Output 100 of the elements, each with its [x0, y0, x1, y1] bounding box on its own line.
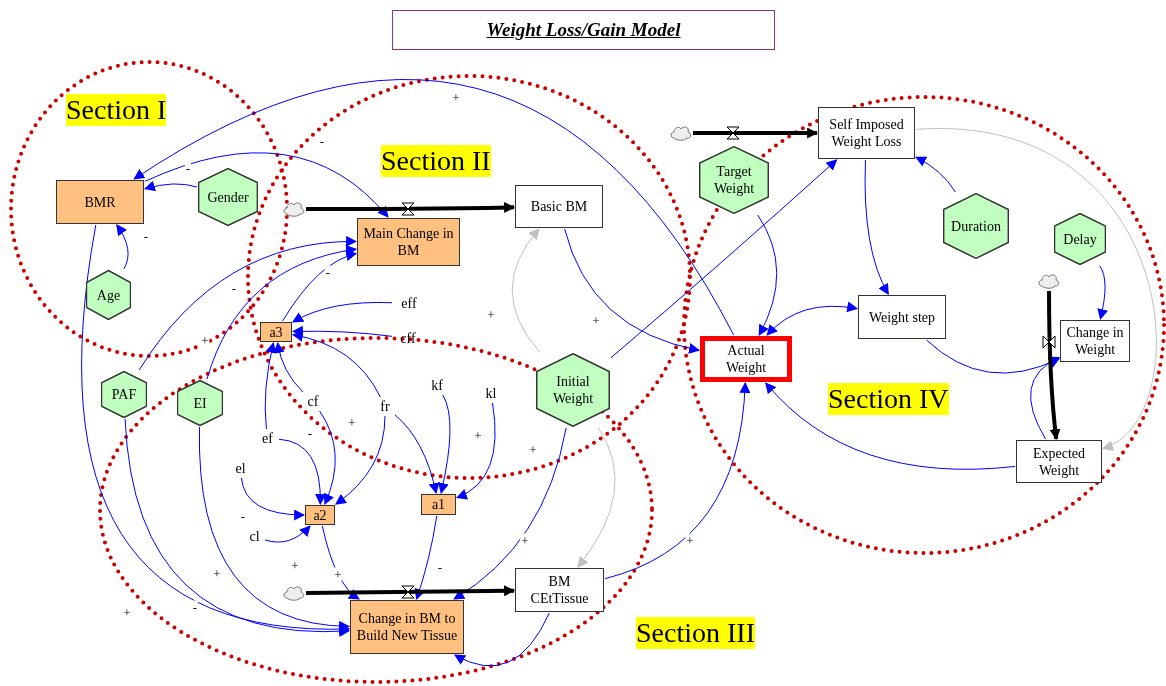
constant-hexagon [177, 380, 223, 426]
polarity-sign: + [520, 533, 530, 547]
rate-box [56, 180, 144, 224]
node-label: Actual Weight [724, 342, 768, 376]
arrow [564, 228, 701, 354]
constant-hexagon [699, 146, 769, 214]
variable-label: cl [245, 528, 264, 545]
node-label: a3 [268, 323, 284, 341]
constant-hexagon [536, 353, 610, 427]
arrow [511, 228, 541, 353]
arrow [144, 152, 389, 218]
arrow [765, 382, 1016, 470]
arrow [577, 427, 616, 568]
arrow [138, 236, 358, 371]
node-label: a1 [430, 496, 447, 513]
arrow [278, 438, 326, 506]
stock-box [515, 185, 603, 228]
section-label: Section I [66, 94, 167, 126]
highlighted-box [700, 336, 792, 382]
node-label: Change in Weight [1065, 324, 1125, 358]
rate-box [260, 322, 292, 342]
node-label: Delay [1062, 230, 1098, 248]
cloud-icon [670, 124, 692, 142]
node-label: BM CEtTissue [529, 573, 590, 607]
node-label: Weight step [867, 308, 937, 326]
polarity-sign: + [685, 533, 695, 547]
arrow [915, 128, 1157, 450]
stock-box [515, 568, 604, 612]
node-label: a2 [312, 506, 328, 524]
node-label: BMR [83, 193, 117, 211]
constant-hexagon [198, 168, 258, 226]
cloud-icon [1038, 272, 1060, 290]
node-label: Expected Weight [1031, 444, 1087, 479]
constant-hexagon [101, 371, 147, 418]
arrow [282, 250, 358, 322]
constant-hexagon [86, 270, 131, 320]
rate-box [421, 494, 456, 515]
stock-box [818, 107, 915, 159]
arrow [766, 301, 859, 336]
arrow [454, 612, 550, 667]
section-label: Section II [381, 145, 491, 177]
stock-box [858, 295, 946, 339]
arrow [319, 410, 336, 505]
node-label: Gender [206, 188, 250, 206]
section-label: Section IV [828, 383, 949, 415]
flow-arrow [306, 585, 516, 597]
arrow [757, 214, 778, 336]
polarity-sign: + [333, 567, 343, 581]
arrow [291, 331, 381, 398]
arrow [321, 525, 360, 600]
arrow [394, 414, 440, 495]
node-label: Age [95, 286, 122, 304]
section-label: Section III [636, 617, 755, 649]
arrow [414, 515, 438, 601]
arrow [1030, 357, 1060, 440]
node-label: Self Imposed Weight Loss [828, 116, 905, 150]
arrow [915, 156, 956, 193]
arrow [116, 224, 129, 270]
node-label: Initial Weight [551, 373, 595, 407]
node-label: Main Change in BM [362, 225, 455, 259]
arrow [264, 525, 311, 543]
constant-hexagon [1054, 213, 1106, 265]
variable-label: cff [393, 330, 423, 347]
arrow [264, 341, 277, 430]
node-label: Change in BM to Build New Tissue [355, 610, 459, 644]
constant-hexagon [943, 193, 1009, 259]
arrow [124, 418, 351, 637]
variable-label: eff [393, 295, 425, 312]
arrow [206, 245, 358, 380]
arrow [864, 159, 889, 295]
stock-box [1016, 440, 1102, 483]
arrow [1097, 265, 1108, 321]
flow-arrow [693, 127, 819, 139]
arrow [335, 415, 386, 505]
cloud-icon [283, 584, 305, 602]
arrow [604, 381, 751, 580]
title: Weight Loss/Gain Model [486, 17, 681, 42]
arrow [291, 325, 393, 337]
flow-arrow [306, 202, 516, 213]
node-label: EI [192, 394, 208, 412]
arrow [240, 477, 306, 521]
rate-box [357, 218, 460, 266]
node-label: Duration [950, 217, 1002, 235]
flow-arrow [1047, 291, 1061, 441]
arrow [456, 402, 496, 499]
arrow [610, 159, 838, 359]
variable-label: cf [303, 393, 323, 410]
arrow [437, 394, 451, 495]
arrow [133, 79, 735, 336]
node-label: Basic BM [529, 198, 589, 215]
variable-label: el [231, 460, 250, 477]
rate-box [305, 505, 335, 525]
node-label: PAF [110, 386, 138, 403]
arrow [292, 301, 393, 323]
node-label: Target Weight [712, 163, 756, 197]
arrow [453, 427, 567, 600]
variable-label: kl [482, 385, 500, 402]
variable-label: kf [427, 377, 447, 394]
variable-label: ef [257, 430, 278, 447]
arrow [925, 339, 1060, 374]
